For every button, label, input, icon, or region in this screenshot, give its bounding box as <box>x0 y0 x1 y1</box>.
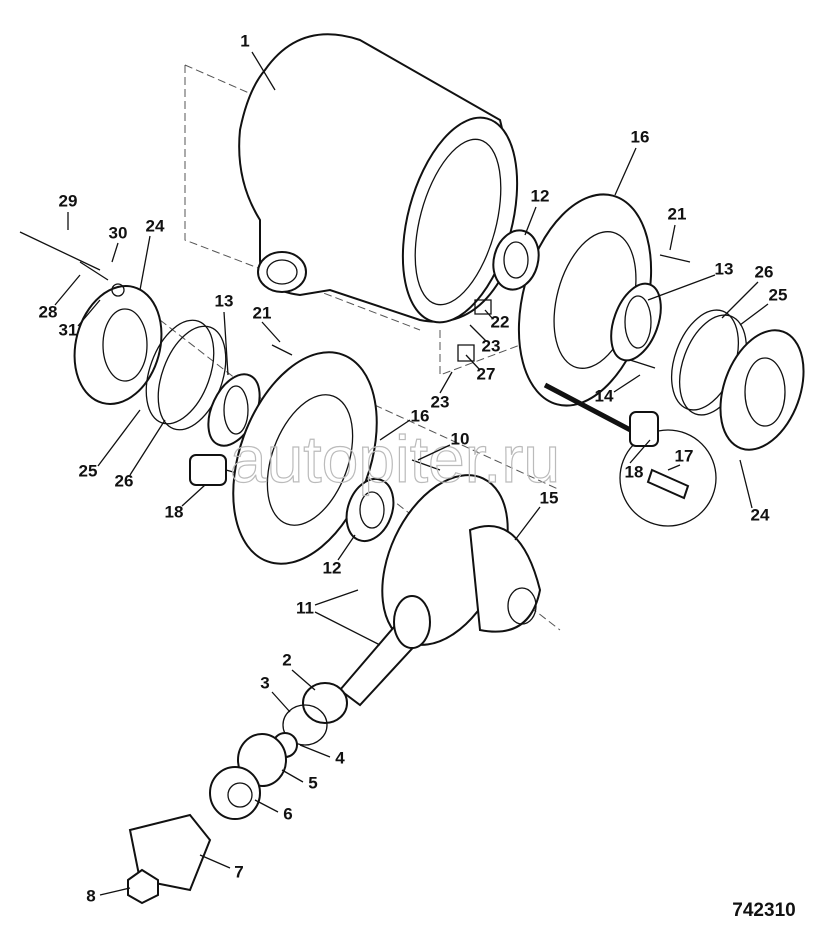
part-pinion-stack <box>127 682 348 905</box>
callout: 14 <box>595 386 614 405</box>
callout: 7 <box>234 862 243 881</box>
callout-labels: 1 29 30 24 28 31 13 21 16 12 21 13 26 25… <box>39 31 796 921</box>
callout: 17 <box>675 446 694 465</box>
callout: 23 <box>482 336 501 355</box>
callout: 21 <box>253 303 272 322</box>
callout: 27 <box>477 364 496 383</box>
assembly-guide-lines <box>159 64 561 631</box>
callout: 21 <box>668 204 687 223</box>
callout: 24 <box>751 505 770 524</box>
callout: 24 <box>146 216 165 235</box>
part-left-carrier-16 <box>232 351 441 565</box>
callout: 26 <box>115 471 134 490</box>
callout: 4 <box>335 748 345 767</box>
callout: 29 <box>59 191 78 210</box>
callout: 25 <box>79 461 98 480</box>
callout: 13 <box>215 291 234 310</box>
callout: 16 <box>411 406 430 425</box>
part-left-cover-24 <box>19 231 163 405</box>
part-seals-right <box>671 309 805 451</box>
callout: 18 <box>625 462 644 481</box>
callout: 22 <box>491 312 510 331</box>
part-pinion-11 <box>338 595 431 707</box>
callout: 1 <box>240 31 249 50</box>
callout: 12 <box>323 558 342 577</box>
callout: 25 <box>769 285 788 304</box>
callout: 3 <box>260 673 269 692</box>
callout: 2 <box>282 650 291 669</box>
callout: 5 <box>308 773 317 792</box>
callout: 11 <box>296 598 314 617</box>
callout: 10 <box>451 429 470 448</box>
callout: 8 <box>86 886 95 905</box>
part-bearing-12-upper <box>492 229 540 291</box>
callout: 23 <box>431 392 450 411</box>
callout: 26 <box>755 262 774 281</box>
callout: 12 <box>531 186 550 205</box>
callout: 16 <box>631 127 650 146</box>
part-ring-13-right <box>610 282 662 362</box>
callout: 6 <box>283 804 292 823</box>
figure-number: 742310 <box>732 900 795 921</box>
callout: 15 <box>540 488 559 507</box>
part-bearing-12-lower <box>345 478 395 542</box>
leader-lines <box>54 51 769 896</box>
callout: 13 <box>715 259 734 278</box>
callout: 28 <box>39 302 58 321</box>
callout: 31 <box>59 320 78 339</box>
callout: 30 <box>109 223 128 242</box>
part-housing <box>238 33 519 324</box>
watermark: autopiter.ru <box>230 422 560 496</box>
callout: 18 <box>165 502 184 521</box>
